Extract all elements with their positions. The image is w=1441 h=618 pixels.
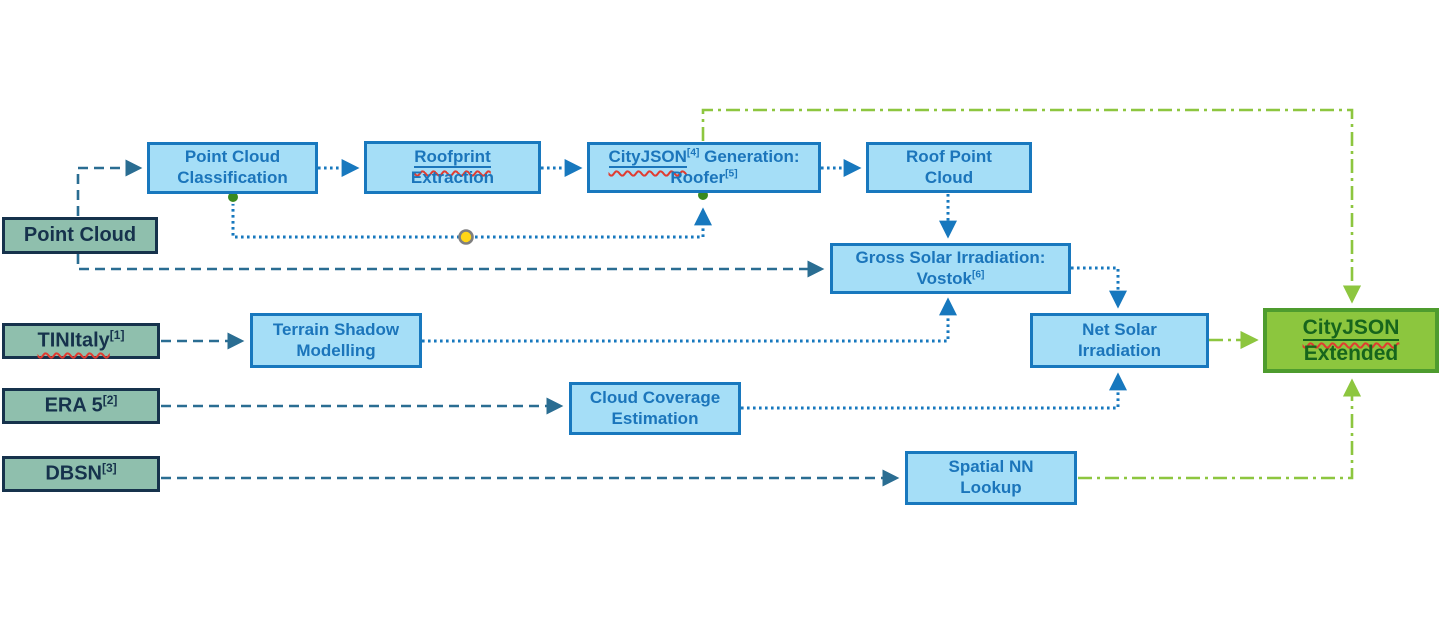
citation-4: [4]	[686, 147, 700, 159]
node-cityjson-extended-label: CityJSON Extended	[1302, 315, 1400, 365]
node-cityjson-extended: CityJSON Extended	[1263, 308, 1439, 373]
node-point-cloud: Point Cloud	[2, 217, 158, 254]
node-era5-label: ERA 5[2]	[44, 393, 118, 418]
node-net-solar-irradiation-label: Net Solar Irradiation	[1077, 319, 1162, 360]
node-terrain-shadow-modelling: Terrain Shadow Modelling	[250, 313, 422, 368]
connector-pointcloud-to-gross-solar	[76, 254, 825, 278]
connector-spatial-nn-to-extended	[1078, 378, 1362, 480]
node-cloud-coverage-estimation: Cloud Coverage Estimation	[569, 382, 741, 435]
node-terrain-shadow-modelling-label: Terrain Shadow Modelling	[272, 319, 400, 360]
citation-3: [3]	[102, 461, 117, 476]
connector-classification-junction-to-cityjson-gen	[231, 203, 712, 239]
node-spatial-nn-lookup-label: Spatial NN Lookup	[948, 457, 1034, 497]
connector-terrain-shadow-to-gross-solar	[422, 297, 957, 343]
node-point-cloud-classification-label: Point Cloud Classification	[177, 147, 288, 187]
node-cityjson-generation-label: CityJSON[4] Generation: Roofer[5]	[608, 146, 800, 187]
node-roof-point-cloud: Roof Point Cloud	[866, 142, 1032, 193]
node-dbsn-label: DBSN[3]	[45, 461, 117, 486]
node-cityjson-generation: CityJSON[4] Generation: Roofer[5]	[587, 142, 821, 193]
node-point-cloud-classification: Point Cloud Classification	[147, 142, 318, 194]
node-roof-point-cloud-label: Roof Point Cloud	[906, 146, 992, 187]
node-net-solar-irradiation: Net Solar Irradiation	[1030, 313, 1209, 368]
node-era5: ERA 5[2]	[2, 388, 160, 424]
connector-gross-solar-to-net-solar	[1071, 266, 1127, 309]
node-gross-solar-irradiation-label: Gross Solar Irradiation: Vostok[6]	[855, 247, 1046, 288]
connector-cloud-coverage-to-net-solar	[741, 372, 1127, 410]
node-roofprint-extraction-label: Roofprint Extraction	[410, 146, 495, 187]
citation-1: [1]	[109, 328, 125, 343]
node-tinitaly-label: TINItaly[1]	[37, 328, 125, 353]
junction-dot-yellow	[458, 229, 474, 245]
node-cloud-coverage-estimation-label: Cloud Coverage Estimation	[589, 387, 721, 428]
node-gross-solar-irradiation: Gross Solar Irradiation: Vostok[6]	[830, 243, 1071, 294]
connector-pointcloud-to-classification	[76, 159, 143, 216]
node-roofprint-extraction: Roofprint Extraction	[364, 141, 541, 194]
node-point-cloud-label: Point Cloud	[23, 224, 137, 247]
citation-2: [2]	[102, 393, 118, 408]
citation-5: [5]	[725, 167, 738, 179]
node-tinitaly: TINItaly[1]	[2, 323, 160, 359]
node-dbsn: DBSN[3]	[2, 456, 160, 492]
node-spatial-nn-lookup: Spatial NN Lookup	[905, 451, 1077, 505]
connector-cityjson-gen-to-extended	[701, 108, 1362, 304]
citation-6: [6]	[971, 268, 985, 280]
